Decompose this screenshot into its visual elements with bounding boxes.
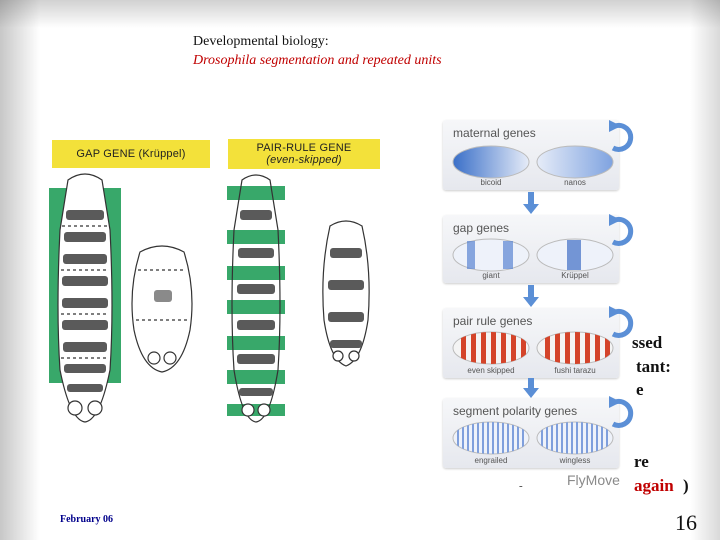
gap-genes-panel: gap genes giant Krüppel — [443, 215, 619, 283]
pair-rule-banner: PAIR-RULE GENE (even-skipped) — [228, 139, 380, 169]
footer-date: February 06 — [60, 514, 114, 525]
bg-text-fragment: tant: — [636, 357, 671, 376]
nanos-label: nanos — [564, 178, 586, 187]
panel-title: segment polarity genes — [453, 404, 578, 418]
panel-title: pair rule genes — [453, 314, 533, 328]
gap-mutant-larva — [131, 245, 193, 373]
segment-polarity-genes-panel: segment polarity genes — [443, 398, 619, 468]
right-shade — [690, 0, 720, 540]
pair-rule-larva — [231, 174, 281, 423]
kruppel-label: Krüppel — [561, 271, 589, 280]
gene-hierarchy-flow: maternal genes bicoid nanos gap genes — [443, 120, 643, 500]
panel-title: maternal genes — [453, 126, 536, 140]
gap-embryos — [452, 238, 614, 272]
bg-text-fragment: e — [636, 380, 644, 399]
bg-text-highlight: again — [634, 476, 674, 495]
gap-gene-larva — [57, 173, 113, 423]
embryo-figure — [49, 173, 370, 423]
even-skipped-label: even skipped — [467, 366, 515, 375]
bg-text-fragment: ) — [683, 476, 689, 495]
page-number: 16 — [675, 510, 697, 535]
segment-polarity-embryos — [452, 421, 614, 455]
slide-subtitle: Drosophila segmentation and repeated uni… — [193, 53, 442, 68]
pair-rule-banner-line1: PAIR-RULE GENE — [256, 142, 352, 154]
top-shade — [0, 0, 720, 28]
fushi-tarazu-label: fushi tarazu — [554, 366, 596, 375]
maternal-genes-panel: maternal genes bicoid nanos — [443, 120, 619, 190]
wingless-label: wingless — [559, 456, 591, 465]
bicoid-label: bicoid — [480, 178, 502, 187]
bg-text-fragment: re — [634, 452, 649, 471]
slide-title: Developmental biology: — [193, 34, 329, 49]
giant-label: giant — [482, 271, 500, 280]
pair-rule-genes-panel: pair rule genes — [443, 308, 619, 378]
even-skipped-stripes — [227, 186, 285, 416]
pair-rule-mutant-larva — [322, 220, 370, 367]
gap-gene-banner: GAP GENE (Krüppel) — [52, 140, 210, 168]
maternal-embryos — [452, 145, 614, 179]
panel-title: gap genes — [453, 221, 510, 235]
left-shade — [0, 0, 40, 540]
bg-text-fragment: ssed — [632, 333, 663, 352]
engrailed-label: engrailed — [474, 456, 508, 465]
bg-dash: - — [519, 480, 523, 492]
pair-rule-banner-line2: (even-skipped) — [266, 154, 342, 166]
flymove-watermark: FlyMove — [567, 472, 620, 488]
pair-rule-embryos — [452, 331, 614, 365]
